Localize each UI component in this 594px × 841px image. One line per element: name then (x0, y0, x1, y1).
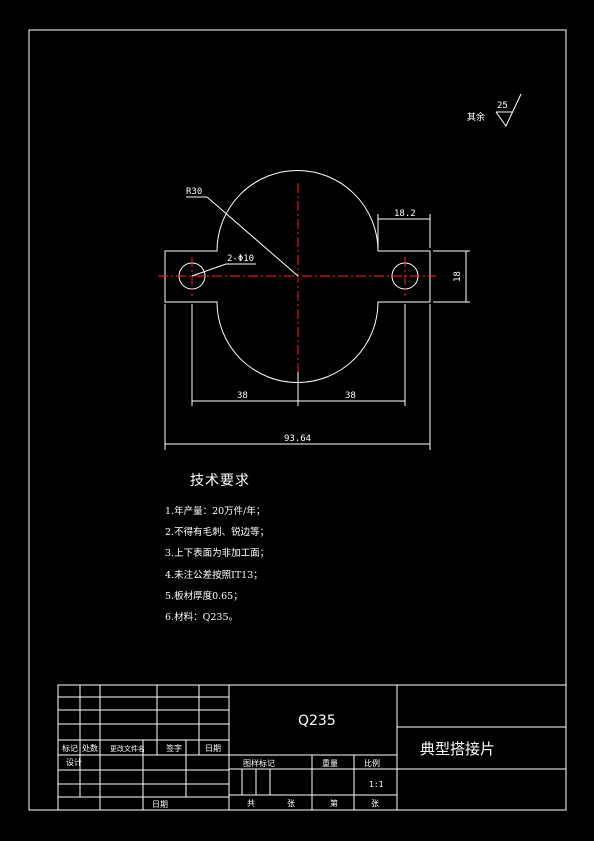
requirements-title: 技术要求 (190, 473, 250, 489)
dim-overall: 93.64 (164, 304, 431, 450)
rev-header-mark: 标记 (62, 743, 78, 753)
rev-header-date: 日期 (205, 744, 221, 753)
requirement-item: 1.年产量：20万件/年； (165, 506, 266, 517)
drawing-border (28, 29, 567, 811)
requirement-item: 6.材料：Q235。 (165, 612, 238, 623)
rev-header-file: 更改文件名 (110, 744, 145, 753)
sheets-unit-1: 张 (287, 799, 295, 808)
dim-height-right: 18 (433, 250, 470, 303)
date-label: 日期 (152, 800, 168, 809)
radius-label: R30 (186, 187, 202, 197)
scale-value: 1:1 (369, 780, 384, 789)
title-block: 标记 处数 更改文件名 签字 日期 设计 日期 Q235 典型搭接片 图样标记 … (57, 684, 567, 811)
part-name: 典型搭接片 (420, 740, 495, 758)
requirement-item: 3.上下表面为非加工面； (165, 548, 270, 559)
design-label: 设计 (66, 757, 82, 767)
part-outline (164, 170, 431, 383)
scale-label: 比例 (364, 758, 380, 768)
dim-half-spans: 38 38 (191, 304, 406, 406)
requirement-item: 5.板材厚度0.65； (165, 591, 243, 602)
svg-text:93.64: 93.64 (284, 434, 311, 444)
holes-leader: 2-Φ10 (191, 254, 256, 277)
dim-width-right: 18.2 (377, 209, 431, 248)
sheet-no-label: 第 (330, 798, 338, 808)
weight-label: 重量 (322, 758, 338, 768)
material-label: Q235 (298, 713, 336, 729)
sheets-total-label: 共 (247, 799, 255, 808)
requirement-item: 2.不得有毛刺、锐边等； (165, 527, 270, 538)
rev-header-count: 处数 (82, 743, 98, 753)
stage-mark-label: 图样标记 (243, 758, 275, 768)
roughness-symbol: 其余 25 (467, 93, 522, 127)
svg-text:38: 38 (345, 391, 356, 401)
sheets-unit-2: 张 (371, 799, 379, 808)
roughness-label: 其余 (467, 111, 485, 123)
holes-label: 2-Φ10 (227, 254, 254, 264)
roughness-value: 25 (497, 101, 508, 111)
rev-header-sign: 签字 (166, 743, 182, 753)
requirement-item: 4.未注公差按照IT13； (165, 570, 263, 581)
radius-leader: R30 (186, 187, 299, 277)
svg-text:18: 18 (453, 271, 463, 282)
svg-text:38: 38 (237, 391, 248, 401)
svg-text:18.2: 18.2 (394, 209, 416, 219)
centerlines (158, 183, 436, 372)
